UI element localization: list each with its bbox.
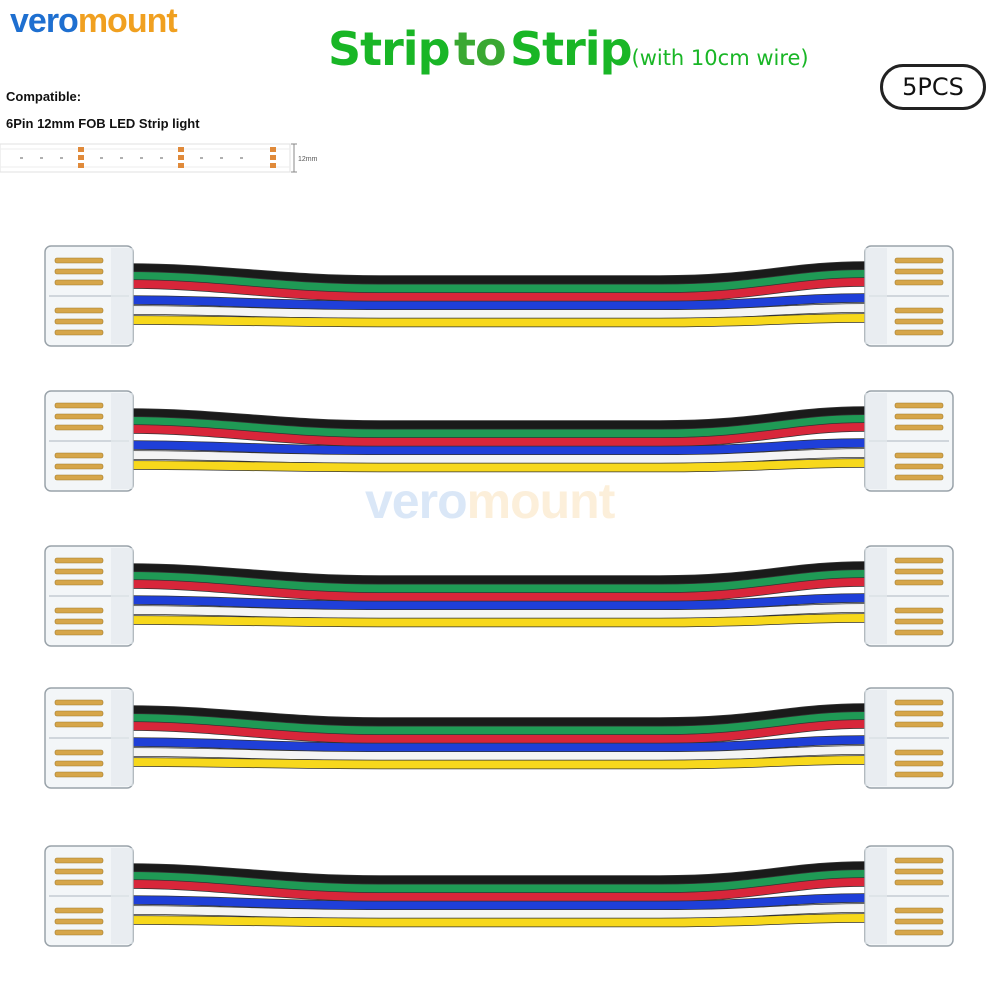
strip-width-label: 12mm — [298, 156, 318, 163]
led-strip-image: 12mm — [0, 143, 318, 173]
wire — [121, 278, 869, 301]
connector — [44, 545, 134, 647]
connector — [44, 687, 134, 789]
wire — [121, 904, 869, 918]
wire — [121, 870, 869, 893]
cable-2 — [44, 390, 954, 492]
wire — [121, 604, 869, 618]
watermark-part1: vero — [365, 473, 468, 529]
connector — [864, 687, 954, 789]
title-suffix: (with 10cm wire) — [631, 46, 809, 70]
wire — [121, 314, 869, 327]
wire — [121, 894, 869, 910]
wire — [121, 407, 869, 429]
wire — [121, 578, 869, 601]
connector — [44, 845, 134, 947]
watermark: veromount — [365, 472, 616, 530]
connector — [864, 390, 954, 492]
connector — [44, 390, 134, 492]
wire — [121, 423, 869, 446]
cable-4 — [44, 687, 954, 789]
wire — [121, 756, 869, 769]
title-word-3: Strip — [510, 22, 632, 76]
connector — [864, 845, 954, 947]
wire — [121, 570, 869, 593]
watermark-part2: mount — [466, 473, 616, 529]
product-title: Strip to Strip(with 10cm wire) — [328, 22, 809, 76]
title-word-1: Strip — [328, 22, 450, 76]
brand-logo: veromount — [10, 2, 178, 41]
wire — [121, 270, 869, 293]
wire — [121, 459, 869, 472]
wire — [121, 712, 869, 735]
wire — [121, 914, 869, 927]
wire — [121, 449, 869, 463]
wire — [121, 439, 869, 455]
wire — [121, 594, 869, 610]
wire — [121, 294, 869, 310]
connector — [864, 545, 954, 647]
wire — [121, 562, 869, 584]
wire — [121, 746, 869, 760]
cable-3 — [44, 545, 954, 647]
wire — [121, 736, 869, 752]
connector — [44, 245, 134, 347]
wire — [121, 304, 869, 318]
wire — [121, 704, 869, 726]
wire — [121, 415, 869, 438]
title-word-2: to — [453, 22, 507, 76]
compatible-label: Compatible: — [6, 89, 82, 104]
wire — [121, 614, 869, 627]
wire — [121, 862, 869, 884]
quantity-badge: 5PCS — [880, 64, 986, 110]
compatible-product: 6Pin 12mm FOB LED Strip light — [6, 116, 200, 131]
brand-logo-part2: mount — [77, 2, 178, 40]
cable-5 — [44, 845, 954, 947]
connector — [864, 245, 954, 347]
wire — [121, 878, 869, 901]
wire — [121, 262, 869, 284]
cable-1 — [44, 245, 954, 347]
wire — [121, 720, 869, 743]
brand-logo-part1: vero — [10, 2, 79, 40]
